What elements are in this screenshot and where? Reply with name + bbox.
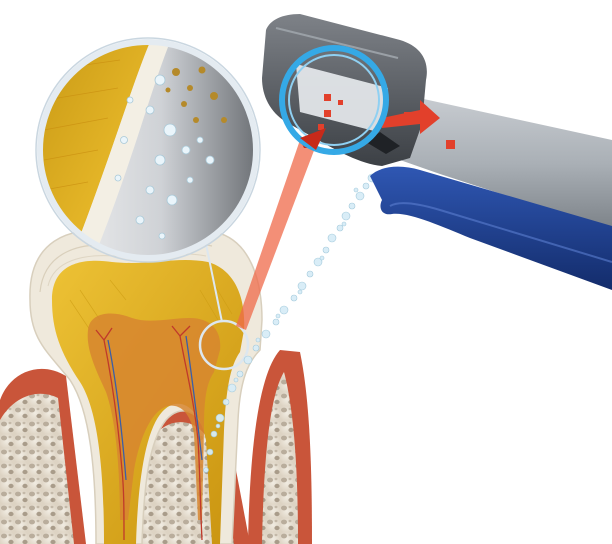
laser-handpiece [262, 14, 612, 290]
